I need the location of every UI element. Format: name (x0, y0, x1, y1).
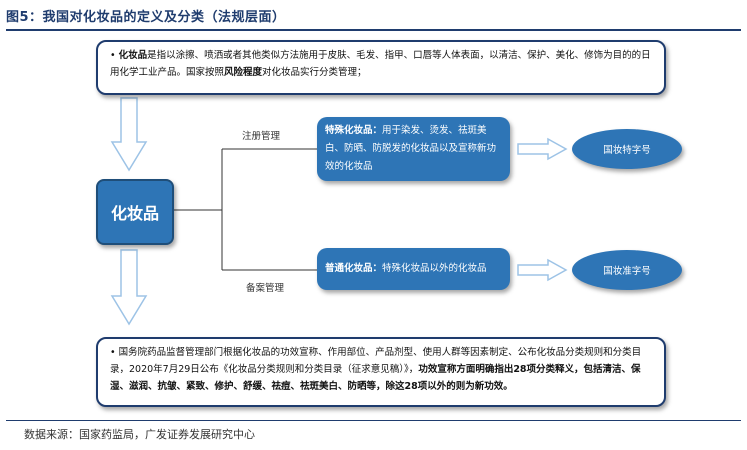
bullet-icon: • (110, 50, 116, 61)
edge-label-registration: 注册管理 (242, 131, 281, 142)
right-arrow-top-icon (517, 137, 568, 161)
definition-text-b: 对化妆品实行分类管理； (262, 67, 367, 78)
down-arrow-bottom-icon (110, 249, 148, 326)
category-term: 特殊化妆品： (325, 125, 383, 136)
approval-special: 国妆特字号 (572, 129, 682, 169)
title-divider (6, 29, 741, 31)
edge-label-filing: 备案管理 (246, 283, 285, 294)
definition-term2: 风险程度 (224, 67, 263, 78)
category-text: 特殊化妆品以外的化妆品 (382, 263, 487, 274)
figure-source: 数据来源：国家药监局，广发证券发展研究中心 (24, 428, 255, 441)
definition-note: • 化妆品是指以涂擦、喷洒或者其他类似方法施用于皮肤、毛发、指甲、口唇等人体表面… (96, 40, 666, 95)
category-special-cosmetics: 特殊化妆品：用于染发、烫发、祛斑美白、防晒、防脱发的化妆品以及宣称新功效的化妆品 (317, 117, 510, 181)
main-node-cosmetics: 化妆品 (96, 179, 174, 245)
category-term: 普通化妆品： (325, 263, 383, 274)
definition-text-a: 是指以涂擦、喷洒或者其他类似方法施用于皮肤、毛发、指甲、口唇等人体表面，以清洁、… (110, 50, 651, 78)
footer-divider (6, 420, 741, 421)
definition-term: 化妆品 (118, 50, 148, 61)
category-text: 用于染发、烫发、祛斑美白、防晒、防脱发的化妆品以及宣称新功效的化妆品 (325, 125, 497, 172)
figure-title: 图5：我国对化妆品的定义及分类（法规层面） (6, 10, 286, 25)
category-ordinary-cosmetics: 普通化妆品：特殊化妆品以外的化妆品 (317, 248, 510, 290)
bullet-icon: • (110, 347, 116, 358)
down-arrow-top-icon (110, 97, 148, 172)
right-arrow-bottom-icon (517, 258, 568, 282)
regulation-text-b: 功效宣称方面明确指出28项分类释义，包括清洁、保湿、滋润、抗皱、紧致、修护、舒缓… (110, 364, 641, 392)
regulation-note: • 国务院药品监督管理部门根据化妆品的功效宣称、作用部位、产品剂型、使用人群等因… (96, 337, 666, 407)
regulation-text-a: 国务院药品监督管理部门根据化妆品的功效宣称、作用部位、产品剂型、使用人群等因素制… (110, 347, 642, 375)
approval-ordinary: 国妆准字号 (572, 250, 682, 290)
